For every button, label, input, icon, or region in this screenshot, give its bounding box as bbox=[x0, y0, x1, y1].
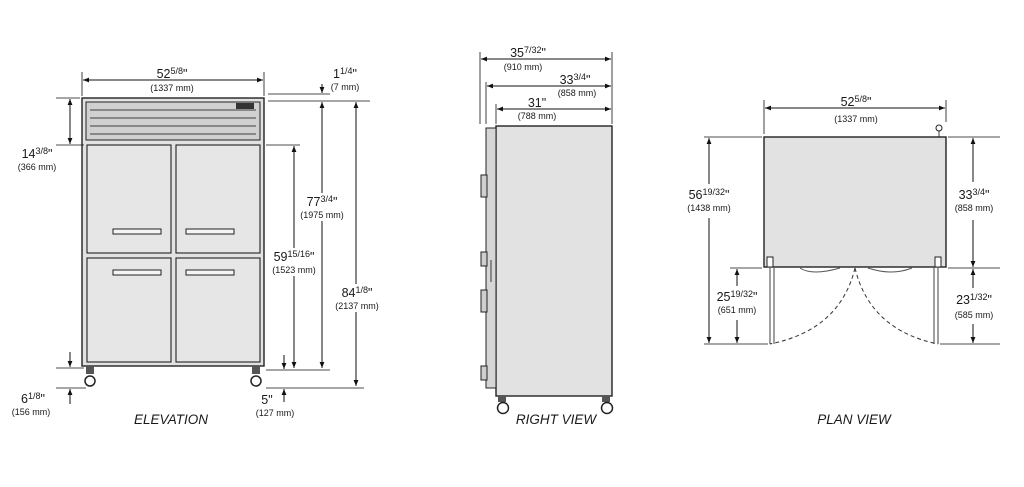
svg-text:(910 mm): (910 mm) bbox=[504, 62, 543, 72]
caster-left bbox=[84, 375, 96, 387]
svg-text:(585 mm): (585 mm) bbox=[955, 310, 994, 320]
dim-plan-overall: 5619/32" (1438 mm) bbox=[687, 187, 731, 213]
svg-text:773/4": 773/4" bbox=[307, 194, 338, 209]
svg-text:61/8": 61/8" bbox=[21, 391, 45, 406]
plan-cabinet bbox=[763, 136, 947, 268]
door-swing-left bbox=[769, 267, 856, 345]
handle-lower-right bbox=[185, 269, 235, 276]
svg-text:(1337 mm): (1337 mm) bbox=[834, 114, 878, 124]
side-caster-front bbox=[496, 401, 510, 415]
door-upper-left bbox=[86, 144, 172, 254]
svg-text:(858 mm): (858 mm) bbox=[955, 203, 994, 213]
label-right-view: RIGHT VIEW bbox=[516, 412, 598, 427]
svg-text:(127 mm): (127 mm) bbox=[256, 408, 295, 418]
dim-plan-swing-left: 2519/32" (651 mm) bbox=[717, 289, 758, 315]
right-view bbox=[479, 52, 614, 415]
caster-right bbox=[250, 375, 262, 387]
svg-text:(1975 mm): (1975 mm) bbox=[300, 210, 344, 220]
handle-lower-left bbox=[112, 269, 162, 276]
dim-plan-swing-right: 231/32" (585 mm) bbox=[955, 292, 994, 320]
dim-side-body-depth: 31" (788 mm) bbox=[518, 96, 557, 121]
svg-text:2519/32": 2519/32" bbox=[717, 289, 758, 304]
dim-elev-door-top: 143/8" (366 mm) bbox=[18, 146, 57, 172]
side-handle-lower bbox=[480, 289, 488, 313]
svg-text:5619/32": 5619/32" bbox=[689, 187, 730, 202]
plan-view bbox=[704, 100, 1000, 345]
svg-text:(2137 mm): (2137 mm) bbox=[335, 301, 379, 311]
svg-text:31": 31" bbox=[528, 96, 546, 110]
handle-upper-left bbox=[112, 228, 162, 235]
dim-plan-depth: 333/4" (858 mm) bbox=[955, 187, 994, 213]
svg-text:(1337 mm): (1337 mm) bbox=[150, 83, 194, 93]
svg-text:333/4": 333/4" bbox=[959, 187, 990, 202]
dim-elev-overall-height: 841/8" (2137 mm) bbox=[330, 284, 384, 312]
svg-text:(1438 mm): (1438 mm) bbox=[687, 203, 731, 213]
dim-elev-top-gap: 11/4" (7 mm) bbox=[331, 66, 360, 92]
svg-text:(858 mm): (858 mm) bbox=[558, 88, 597, 98]
plan-cord-fitting bbox=[935, 124, 943, 132]
dim-side-cabinet-depth: 333/4" (858 mm) bbox=[558, 72, 597, 98]
dim-elev-caster: 5" (127 mm) bbox=[256, 393, 295, 418]
door-upper-right bbox=[175, 144, 261, 254]
side-cabinet bbox=[495, 125, 613, 397]
svg-text:(7 mm): (7 mm) bbox=[331, 82, 360, 92]
dim-elev-opening: 5915/16" (1523 mm) bbox=[268, 248, 320, 276]
handle-upper-right bbox=[185, 228, 235, 235]
svg-text:(1523 mm): (1523 mm) bbox=[272, 265, 316, 275]
svg-text:841/8": 841/8" bbox=[342, 285, 373, 300]
dim-elev-width: 525/8" (1337 mm) bbox=[150, 66, 194, 93]
side-handle-upper bbox=[480, 174, 488, 198]
svg-text:(366 mm): (366 mm) bbox=[18, 162, 57, 172]
dim-elev-leg-height: 61/8" (156 mm) bbox=[12, 391, 51, 417]
logo-badge bbox=[236, 103, 254, 109]
svg-text:525/8": 525/8" bbox=[157, 66, 188, 81]
svg-text:357/32": 357/32" bbox=[510, 45, 546, 60]
label-elevation: ELEVATION bbox=[134, 412, 208, 427]
door-swing-right bbox=[854, 267, 939, 345]
svg-text:333/4": 333/4" bbox=[560, 72, 591, 87]
svg-text:(651 mm): (651 mm) bbox=[718, 305, 757, 315]
svg-text:11/4": 11/4" bbox=[333, 66, 357, 81]
dim-plan-width: 525/8" (1337 mm) bbox=[834, 94, 878, 124]
dim-elev-door-height: 773/4" (1975 mm) bbox=[298, 193, 346, 221]
svg-text:5": 5" bbox=[261, 393, 272, 407]
svg-text:231/32": 231/32" bbox=[956, 292, 992, 307]
svg-text:(156 mm): (156 mm) bbox=[12, 407, 51, 417]
svg-text:(788 mm): (788 mm) bbox=[518, 111, 557, 121]
dim-side-overall-depth: 357/32" (910 mm) bbox=[504, 45, 546, 72]
elevation-view bbox=[56, 72, 370, 404]
svg-text:525/8": 525/8" bbox=[841, 94, 872, 109]
label-plan-view: PLAN VIEW bbox=[817, 412, 892, 427]
side-caster-rear bbox=[600, 401, 614, 415]
svg-text:143/8": 143/8" bbox=[22, 146, 53, 161]
svg-text:5915/16": 5915/16" bbox=[274, 249, 315, 264]
